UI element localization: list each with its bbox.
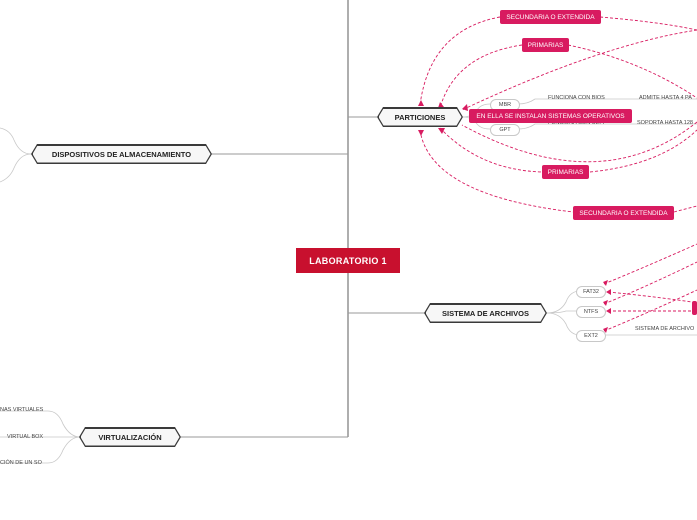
central-topic[interactable]: LABORATORIO 1 <box>296 248 400 273</box>
relation-secundaria-top[interactable]: SECUNDARIA O EXTENDIDA <box>500 10 601 24</box>
relation-primarias-top[interactable]: PRIMARIAS <box>522 38 569 52</box>
subtopic-ntfs[interactable]: NTFS <box>576 306 606 318</box>
topic-virtualizacion-label: VIRTUALIZACIÓN <box>81 429 180 446</box>
topic-sistema-archivos[interactable]: SISTEMA DE ARCHIVOS <box>424 303 547 323</box>
label-maquinas-virtuales: NAS VIRTUALES <box>0 407 44 413</box>
topic-sistema-archivos-label: SISTEMA DE ARCHIVOS <box>426 305 546 322</box>
label-sistema-archivo: SISTEMA DE ARCHIVO <box>635 326 695 332</box>
topic-dispositivos[interactable]: DISPOSITIVOS DE ALMACENAMIENTO <box>31 144 212 164</box>
topic-virtualizacion[interactable]: VIRTUALIZACIÓN <box>79 427 181 447</box>
relation-secundaria-bottom[interactable]: SECUNDARIA O EXTENDIDA <box>573 206 674 220</box>
topic-particiones[interactable]: PARTICIONES <box>377 107 463 127</box>
subtopic-gpt[interactable]: GPT <box>490 124 520 136</box>
label-virtual-box: VIRTUAL BOX <box>7 434 44 440</box>
subtopic-fat32[interactable]: FAT32 <box>576 286 606 298</box>
subtopic-ext2[interactable]: EXT2 <box>576 330 606 342</box>
central-topic-label: LABORATORIO 1 <box>309 255 387 266</box>
label-funciona-bios: FUNCIONA CON BIOS <box>548 95 605 101</box>
label-soporta: SOPORTA HASTA 128 <box>637 120 693 126</box>
label-admite: ADMITE HASTA 4 PA <box>639 95 692 101</box>
relation-archivos-cutoff[interactable] <box>692 301 697 315</box>
relation-primarias-bottom[interactable]: PRIMARIAS <box>542 165 589 179</box>
topic-particiones-label: PARTICIONES <box>379 109 462 126</box>
label-instalacion-so: CIÓN DE UN SO <box>0 460 42 466</box>
topic-dispositivos-label: DISPOSITIVOS DE ALMACENAMIENTO <box>33 146 211 163</box>
label-funciona-uefi: FUNCIONA CON UEFI <box>548 120 605 126</box>
relation-instalan-so[interactable]: EN ELLA SE INSTALAN SISTEMAS OPERATIVOS <box>469 109 632 123</box>
